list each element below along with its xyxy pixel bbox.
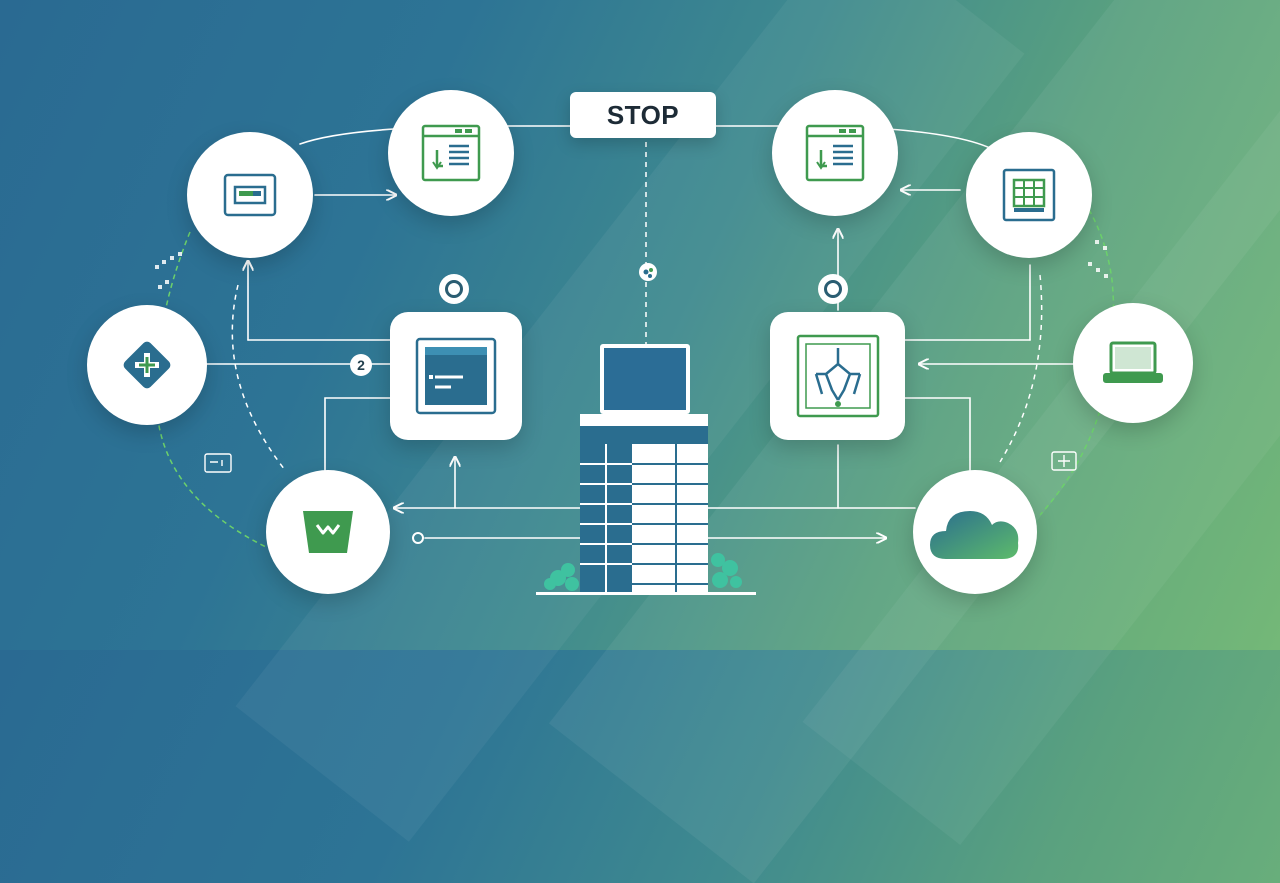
medical-cross-node[interactable] — [87, 305, 207, 425]
network-map-node[interactable] — [770, 312, 905, 440]
dashboard-panel-icon — [415, 337, 497, 415]
laptop-node[interactable] — [1073, 303, 1193, 423]
browser-window-right-node[interactable] — [772, 90, 898, 216]
browser-window-icon — [805, 124, 865, 182]
network-map-icon — [796, 334, 879, 418]
cloud-icon — [930, 511, 1019, 559]
card-reader-node[interactable] — [187, 132, 313, 258]
status-ring-left — [439, 274, 469, 304]
monitor-display — [600, 344, 690, 414]
server-building — [536, 414, 756, 595]
stop-label: STOP — [570, 92, 716, 138]
laptop-icon — [1103, 341, 1163, 383]
spreadsheet-icon — [1002, 168, 1056, 222]
server-building-icon — [536, 414, 756, 595]
cloud-node[interactable] — [913, 470, 1037, 594]
basket-icon — [303, 511, 353, 553]
medical-cross-icon — [123, 341, 171, 389]
status-ring-right — [818, 274, 848, 304]
basket-node[interactable] — [266, 470, 390, 594]
dashboard-panel-node[interactable] — [390, 312, 522, 440]
browser-window-icon — [421, 124, 481, 182]
connector-badge: 2 — [350, 354, 372, 376]
card-reader-icon — [223, 173, 277, 217]
shrub-right — [711, 553, 742, 588]
spreadsheet-node[interactable] — [966, 132, 1092, 258]
browser-window-left-node[interactable] — [388, 90, 514, 216]
shrub-left — [544, 563, 579, 591]
monitor-screen — [604, 348, 686, 410]
